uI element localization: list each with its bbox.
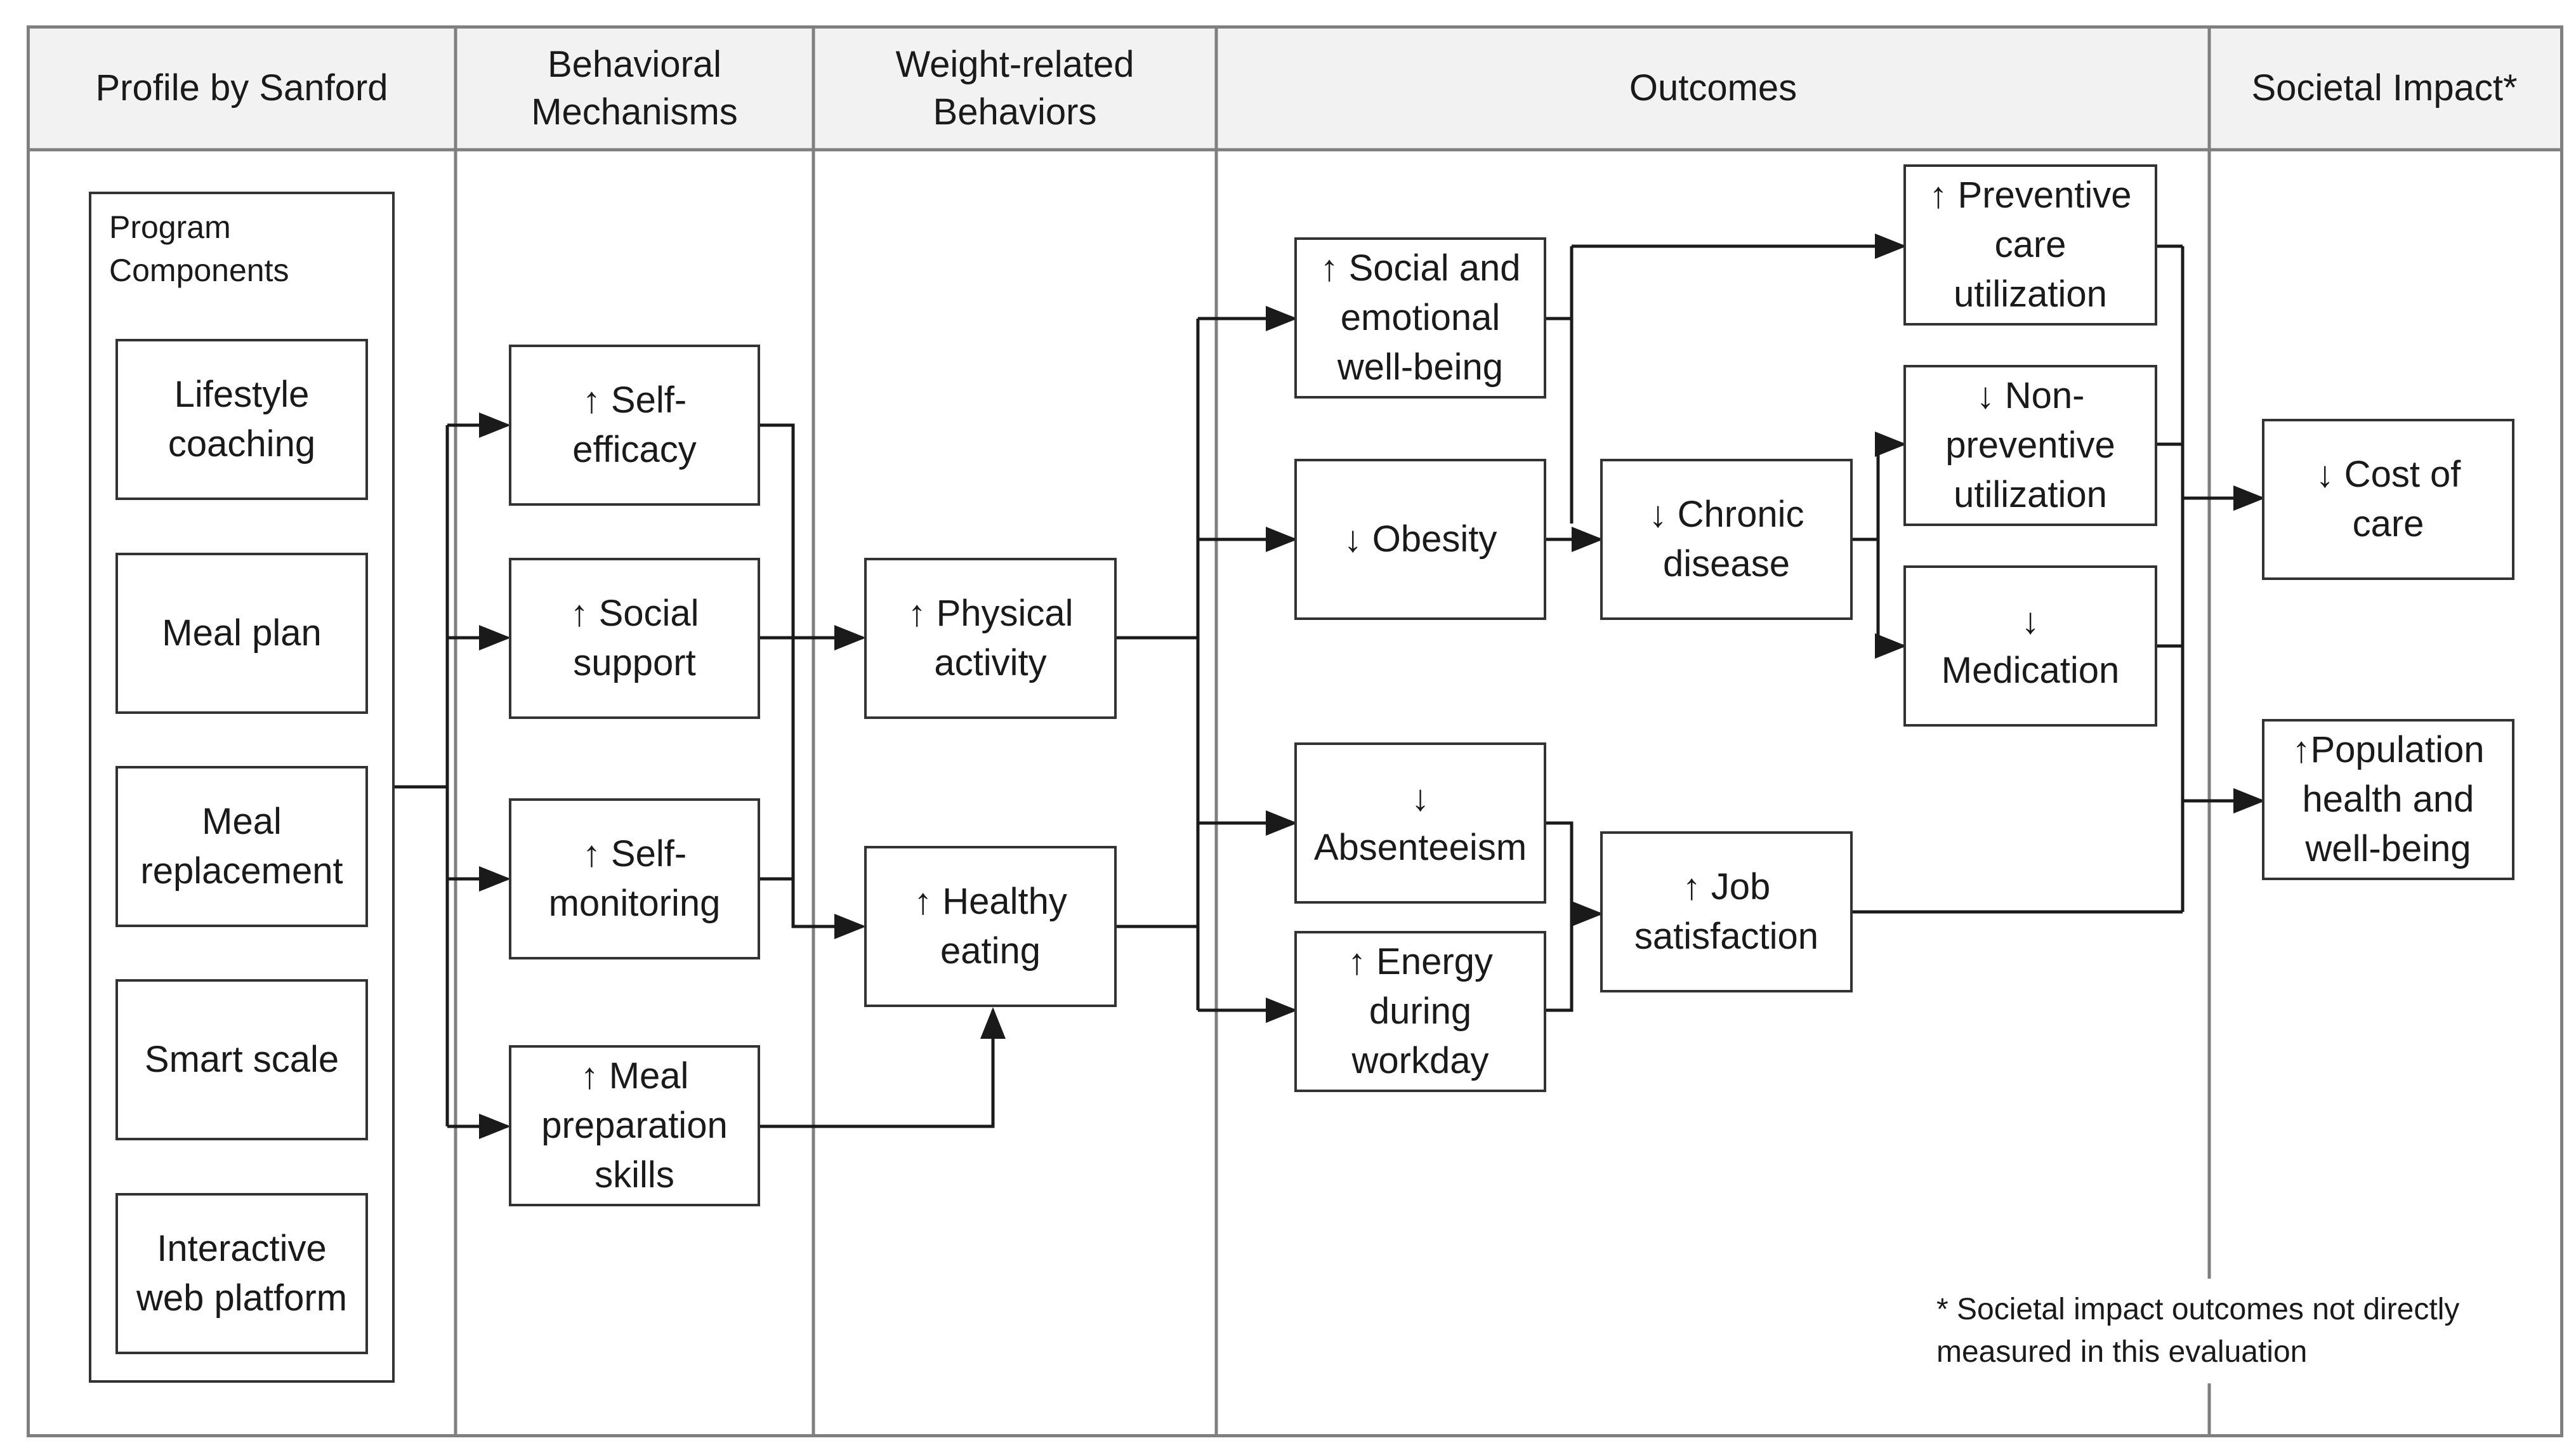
connectors [395, 234, 2265, 1139]
outcome-absenteeism: ↓Absenteeism [1294, 742, 1546, 904]
header-societal: Societal Impact* [2251, 67, 2518, 109]
mechanism-self-monitoring: ↑ Self-monitoring [509, 798, 760, 959]
header-outcomes: Outcomes [1629, 67, 1797, 109]
diagram-frame [27, 25, 2563, 1437]
header-profile: Profile by Sanford [95, 67, 388, 109]
outcome-medication: ↓Medication [1903, 565, 2157, 727]
component-smart-scale: Smart scale [115, 979, 368, 1140]
program-components-label: Program Components [109, 209, 289, 288]
column-dividers [28, 27, 2561, 1436]
mechanism-self-efficacy: ↑ Self-efficacy [509, 345, 760, 506]
component-meal-plan: Meal plan [115, 553, 368, 714]
header-band [28, 28, 2561, 148]
societal-footnote: * Societal impact outcomes not directly … [1936, 1293, 2460, 1369]
outcome-obesity: ↓ Obesity [1294, 459, 1546, 620]
